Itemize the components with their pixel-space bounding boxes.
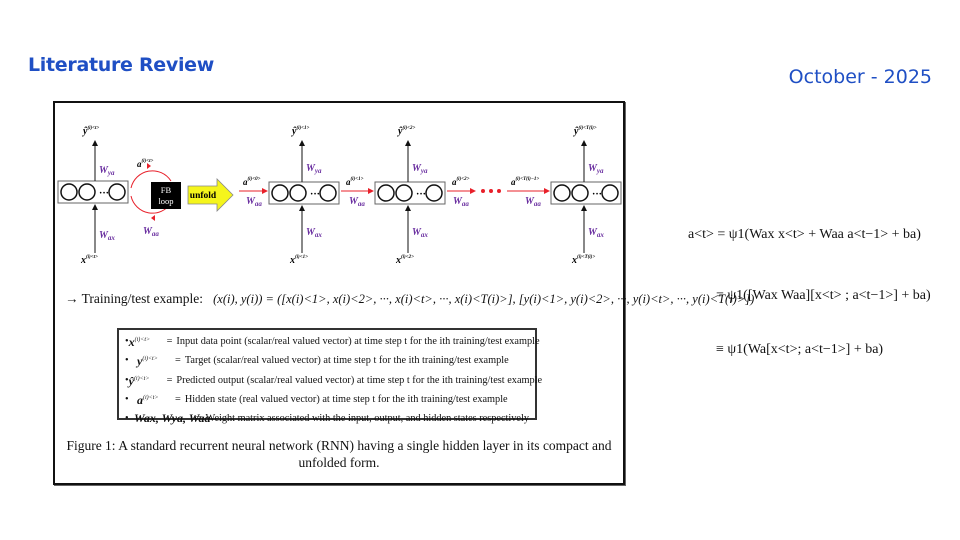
rnn-diagram: ··· ŷ(i)<t> x(i)<t> Wya Wax a(i)<t> Waa … — [57, 126, 622, 266]
svg-text:Wax: Wax — [412, 227, 428, 239]
figure-caption: Figure 1: A standard recurrent neural ne… — [66, 438, 612, 470]
svg-text:Wax: Wax — [99, 230, 115, 242]
svg-text:···: ··· — [592, 189, 602, 200]
unfolded-step-final: ··· ŷ(i)<T(i)> x(i)<T(i)> Wya Wax — [550, 126, 622, 266]
svg-text:Waa: Waa — [525, 196, 541, 208]
svg-text:ŷ(i)<t>: ŷ(i)<t> — [82, 126, 99, 137]
slide-date: October - 2025 — [788, 66, 932, 88]
svg-text:Wya: Wya — [99, 165, 115, 177]
svg-text:a(i)<t>: a(i)<t> — [137, 159, 153, 169]
svg-text:Waa: Waa — [143, 226, 159, 238]
svg-text:Waa: Waa — [453, 196, 469, 208]
svg-text:ŷ(i)<2>: ŷ(i)<2> — [397, 126, 416, 137]
legend-item: • a(i)<t> = Hidden state (real valued ve… — [125, 393, 508, 408]
training-example: → Training/test example: (x(i), y(i)) = … — [65, 291, 754, 307]
training-example-prefix: → Training/test example: — [65, 291, 203, 306]
svg-text:Wya: Wya — [306, 163, 322, 175]
svg-text:ŷ(i)<T(i)>: ŷ(i)<T(i)> — [573, 126, 597, 137]
equation-line-1: a<t> = ψ1(Wax x<t> + Waa a<t−1> + ba) — [688, 227, 921, 242]
svg-text:a(i)<0>: a(i)<0> — [243, 177, 261, 187]
svg-text:···: ··· — [99, 188, 109, 199]
slide-title: Literature Review — [28, 54, 215, 76]
svg-text:···: ··· — [310, 189, 320, 200]
svg-text:···: ··· — [416, 189, 426, 200]
svg-text:FB: FB — [161, 185, 172, 195]
legend-item: • x(i)<t> = Input data point (scalar/rea… — [125, 335, 540, 349]
svg-text:x(i)<2>: x(i)<2> — [395, 255, 414, 266]
unfolded-continuation: a(i)<2> Waa a(i)<T(i)−1> Waa — [447, 177, 550, 208]
svg-text:ŷ(i)<1>: ŷ(i)<1> — [291, 126, 310, 137]
svg-text:Wya: Wya — [588, 163, 604, 175]
svg-text:Waa: Waa — [246, 196, 262, 208]
notation-legend: • x(i)<t> = Input data point (scalar/rea… — [117, 328, 543, 425]
svg-text:a(i)<2>: a(i)<2> — [452, 177, 470, 187]
svg-text:loop: loop — [158, 196, 173, 206]
svg-text:Wax: Wax — [588, 227, 604, 239]
rnn-figure: ··· ŷ(i)<t> x(i)<t> Wya Wax a(i)<t> Waa … — [53, 101, 754, 485]
legend-item: • Wax, Wya, Waa = Weight matrix associat… — [125, 410, 529, 425]
svg-text:x(i)<T(i)>: x(i)<T(i)> — [571, 255, 595, 266]
legend-item: • y(i)<t> = Target (scalar/real valued v… — [125, 354, 509, 369]
equation-line-2: = ψ1([Wax Waa][x<t> ; a<t−1>] + ba) — [716, 288, 931, 303]
legend-item: • ŷ(i)<t> = Predicted output (scalar/rea… — [125, 373, 543, 388]
svg-text:x(i)<t>: x(i)<t> — [80, 255, 98, 266]
unfolded-step-1: a(i)<0> Waa ··· ŷ(i)<1> x(i)<1> Wya Wax — [239, 126, 340, 266]
svg-text:x(i)<1>: x(i)<1> — [289, 255, 308, 266]
svg-text:Waa: Waa — [349, 196, 365, 208]
svg-text:a(i)<T(i)−1>: a(i)<T(i)−1> — [511, 177, 539, 187]
svg-text:Wax: Wax — [306, 227, 322, 239]
equation-line-3: ≡ ψ1(Wa[x<t>; a<t−1>] + ba) — [716, 342, 884, 357]
compact-cell: ··· ŷ(i)<t> x(i)<t> Wya Wax a(i)<t> Waa … — [57, 126, 234, 266]
svg-text:unfold: unfold — [190, 191, 217, 201]
unfolded-step-2: a(i)<1> Waa ··· ŷ(i)<2> x(i)<2> Wya Wax — [341, 126, 446, 266]
svg-text:a(i)<1>: a(i)<1> — [346, 177, 364, 187]
svg-text:Wya: Wya — [412, 163, 428, 175]
training-example-expression: (x(i), y(i)) = ([x(i)<1>, x(i)<2>, ···, … — [213, 292, 755, 306]
